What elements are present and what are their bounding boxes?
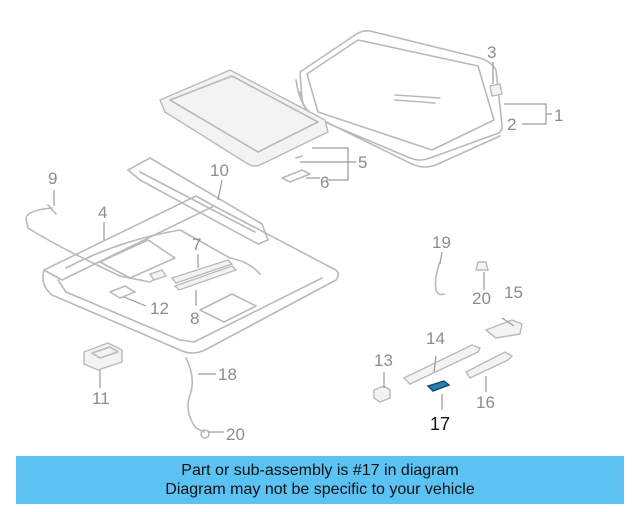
part-16-arm <box>464 351 514 379</box>
callout-6: 6 <box>320 173 329 192</box>
guide-rails <box>170 259 238 291</box>
callout-20-upper: 20 <box>472 289 491 308</box>
roof-frame-housing <box>42 195 340 354</box>
leader-lines <box>53 62 552 433</box>
banner-line-1: Part or sub-assembly is #17 in diagram <box>181 462 459 479</box>
callout-15: 15 <box>504 283 523 302</box>
callout-14: 14 <box>426 329 445 348</box>
callout-10: 10 <box>210 161 229 180</box>
front-header-rail <box>127 157 269 245</box>
callout-5: 5 <box>358 153 367 172</box>
part-17-highlighted <box>426 380 451 392</box>
callout-11: 11 <box>92 389 110 408</box>
callout-12: 12 <box>150 299 169 318</box>
callout-1: 1 <box>554 106 563 125</box>
callout-7: 7 <box>192 235 201 254</box>
banner-line-2: Diagram may not be specific to your vehi… <box>165 481 475 498</box>
callout-2: 2 <box>507 115 516 134</box>
callout-20-lower: 20 <box>226 425 245 444</box>
drain-tube-rear <box>185 357 205 433</box>
info-banner: Part or sub-assembly is #17 in diagram D… <box>16 456 624 504</box>
drain-tube-front <box>25 207 161 283</box>
parts-diagram: 1 2 3 4 5 6 7 8 9 10 11 12 13 14 15 16 1… <box>25 30 563 444</box>
callout-19: 19 <box>432 233 451 252</box>
callout-numbers: 1 2 3 4 5 6 7 8 9 10 11 12 13 14 15 16 1… <box>48 43 563 444</box>
callout-17: 17 <box>430 414 450 434</box>
callout-9: 9 <box>48 169 57 188</box>
part-14-arm <box>402 344 481 385</box>
callout-16: 16 <box>476 393 495 412</box>
callout-4: 4 <box>98 203 107 222</box>
callout-8: 8 <box>190 309 199 328</box>
callout-13: 13 <box>374 351 393 370</box>
part-19-hose <box>434 261 445 296</box>
callout-18: 18 <box>218 365 237 384</box>
part-13-block <box>373 385 391 403</box>
part-15-bracket <box>484 319 523 339</box>
callout-3: 3 <box>487 43 496 62</box>
sunshade-panel <box>159 69 329 167</box>
sunroof-switch <box>83 342 123 371</box>
sunroof-glass-assembly <box>295 30 503 168</box>
